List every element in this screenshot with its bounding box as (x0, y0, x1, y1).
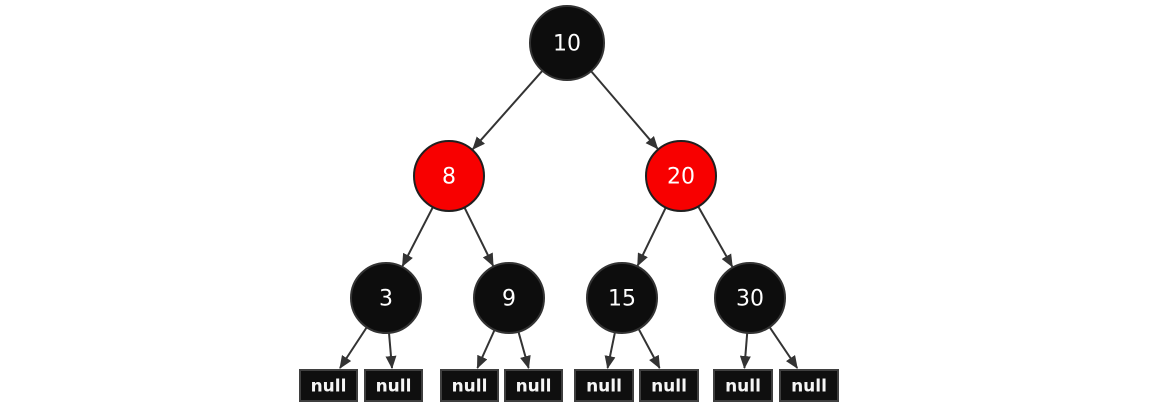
black-node-circle (473, 262, 545, 334)
null-leaf-box (299, 369, 358, 402)
tree-edge-8-3 (401, 206, 434, 267)
leaf-label: null (651, 377, 687, 397)
tree-edge-30-L8 (768, 326, 799, 369)
null-leaf: null (364, 369, 423, 402)
tree-node-30: 30 (714, 262, 786, 334)
red-node-circle (413, 140, 485, 212)
node-label: 15 (608, 287, 636, 312)
node-label: 10 (553, 32, 581, 57)
tree-node-15: 15 (586, 262, 658, 334)
null-leaf: null (713, 369, 773, 402)
tree-edge-20-15 (636, 207, 667, 267)
leaf-label: null (376, 377, 412, 397)
null-leaf-box (713, 369, 773, 402)
leaf-label: null (586, 377, 622, 397)
null-leaf: null (639, 369, 699, 402)
nodes-layer: 10 8 20 3 9 15 30 null null null null null null null n… (299, 5, 839, 402)
tree-edge-9-L4 (517, 331, 531, 369)
tree-node-9: 9 (473, 262, 545, 334)
tree-edge-9-L3 (476, 329, 496, 369)
tree-edge-20-30 (697, 205, 734, 268)
leaf-label: null (725, 377, 761, 397)
tree-edge-10-8 (472, 70, 544, 150)
tree-node-8: 8 (413, 140, 485, 212)
null-leaf-box (779, 369, 839, 402)
null-leaf-box (364, 369, 423, 402)
null-leaf: null (440, 369, 499, 402)
edges-layer (339, 70, 799, 369)
tree-edge-10-20 (590, 70, 659, 150)
null-leaf-box (440, 369, 499, 402)
node-label: 3 (379, 287, 393, 312)
leaf-label: null (311, 377, 347, 397)
tree-node-10: 10 (529, 5, 605, 81)
null-leaf: null (779, 369, 839, 402)
node-label: 20 (667, 165, 695, 190)
node-label: 9 (502, 287, 516, 312)
black-node-circle (586, 262, 658, 334)
tree-edge-8-9 (463, 206, 495, 267)
red-node-circle (645, 140, 717, 212)
null-leaf: null (574, 369, 634, 402)
tree-edge-3-L2 (385, 332, 397, 369)
null-leaf-box (574, 369, 634, 402)
tree-edge-30-L7 (739, 332, 751, 369)
tree-edge-3-L1 (339, 326, 368, 369)
tree-node-3: 3 (350, 262, 422, 334)
node-label: 8 (442, 165, 456, 190)
black-node-circle (350, 262, 422, 334)
tree-edge-15-L6 (637, 328, 661, 369)
leaf-label: null (452, 377, 488, 397)
null-leaf-box (639, 369, 699, 402)
tree-node-20: 20 (645, 140, 717, 212)
node-label: 30 (736, 287, 764, 312)
leaf-label: null (791, 377, 827, 397)
leaf-label: null (516, 377, 552, 397)
null-leaf: null (504, 369, 563, 402)
tree-edge-15-L5 (604, 332, 616, 369)
null-leaf-box (504, 369, 563, 402)
black-node-circle (529, 5, 605, 81)
null-leaf: null (299, 369, 358, 402)
black-node-circle (714, 262, 786, 334)
